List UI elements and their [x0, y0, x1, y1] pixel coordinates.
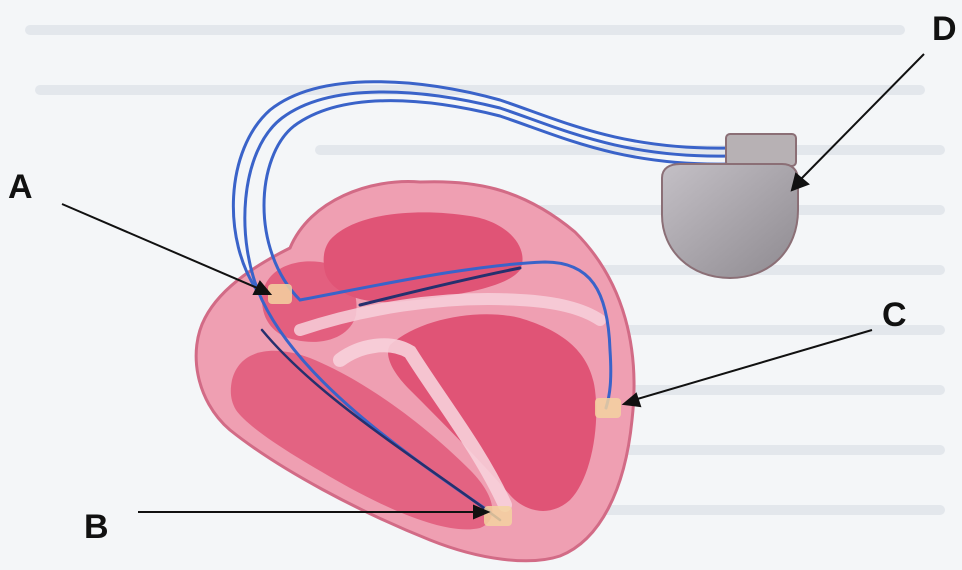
label-a: A: [8, 168, 33, 207]
label-b: B: [84, 508, 109, 547]
electrode-c: [595, 398, 621, 418]
electrode-b: [484, 506, 512, 526]
arrow-a-line: [62, 204, 262, 290]
pacemaker-header: [726, 134, 796, 166]
arrow-d-head: [792, 174, 808, 190]
arrow-d-line: [800, 54, 924, 180]
label-d: D: [932, 10, 957, 49]
label-c: C: [882, 296, 907, 335]
electrode-a: [268, 284, 292, 304]
pacemaker-body: [662, 164, 798, 278]
